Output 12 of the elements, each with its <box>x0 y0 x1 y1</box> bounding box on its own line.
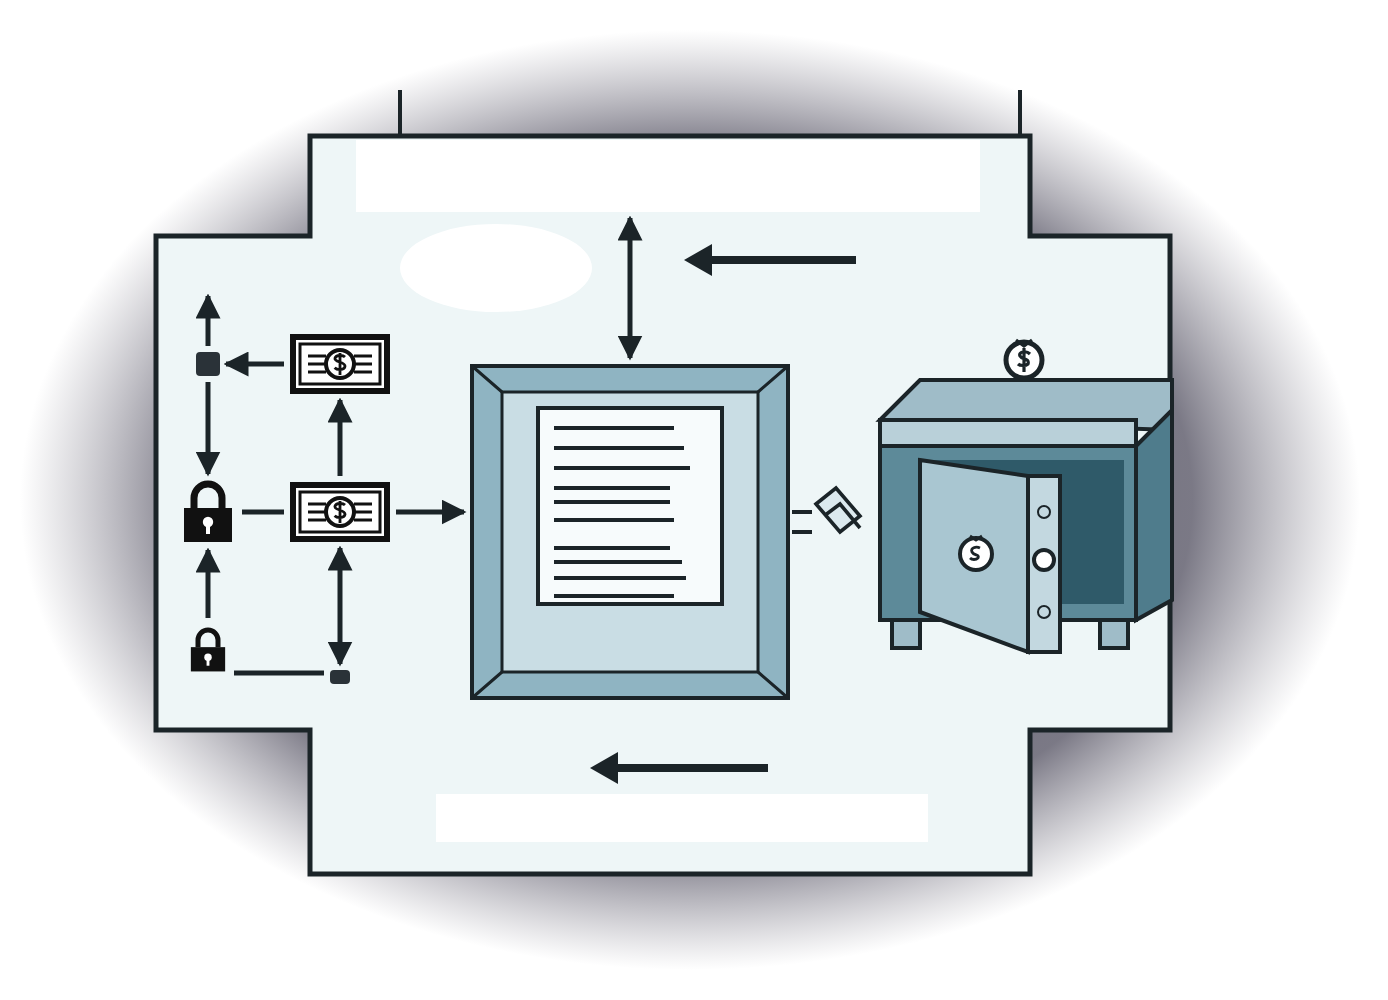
arrow <box>327 545 353 667</box>
arrow <box>223 351 284 377</box>
connector-line <box>234 670 324 676</box>
blank-banner <box>356 140 980 212</box>
junction-square <box>196 352 220 376</box>
arrow <box>617 215 643 361</box>
arrow <box>195 547 221 618</box>
arrow <box>195 382 221 477</box>
connector-line <box>242 509 284 515</box>
arrow <box>195 293 221 346</box>
arrow <box>396 499 467 525</box>
arrow <box>327 397 353 476</box>
